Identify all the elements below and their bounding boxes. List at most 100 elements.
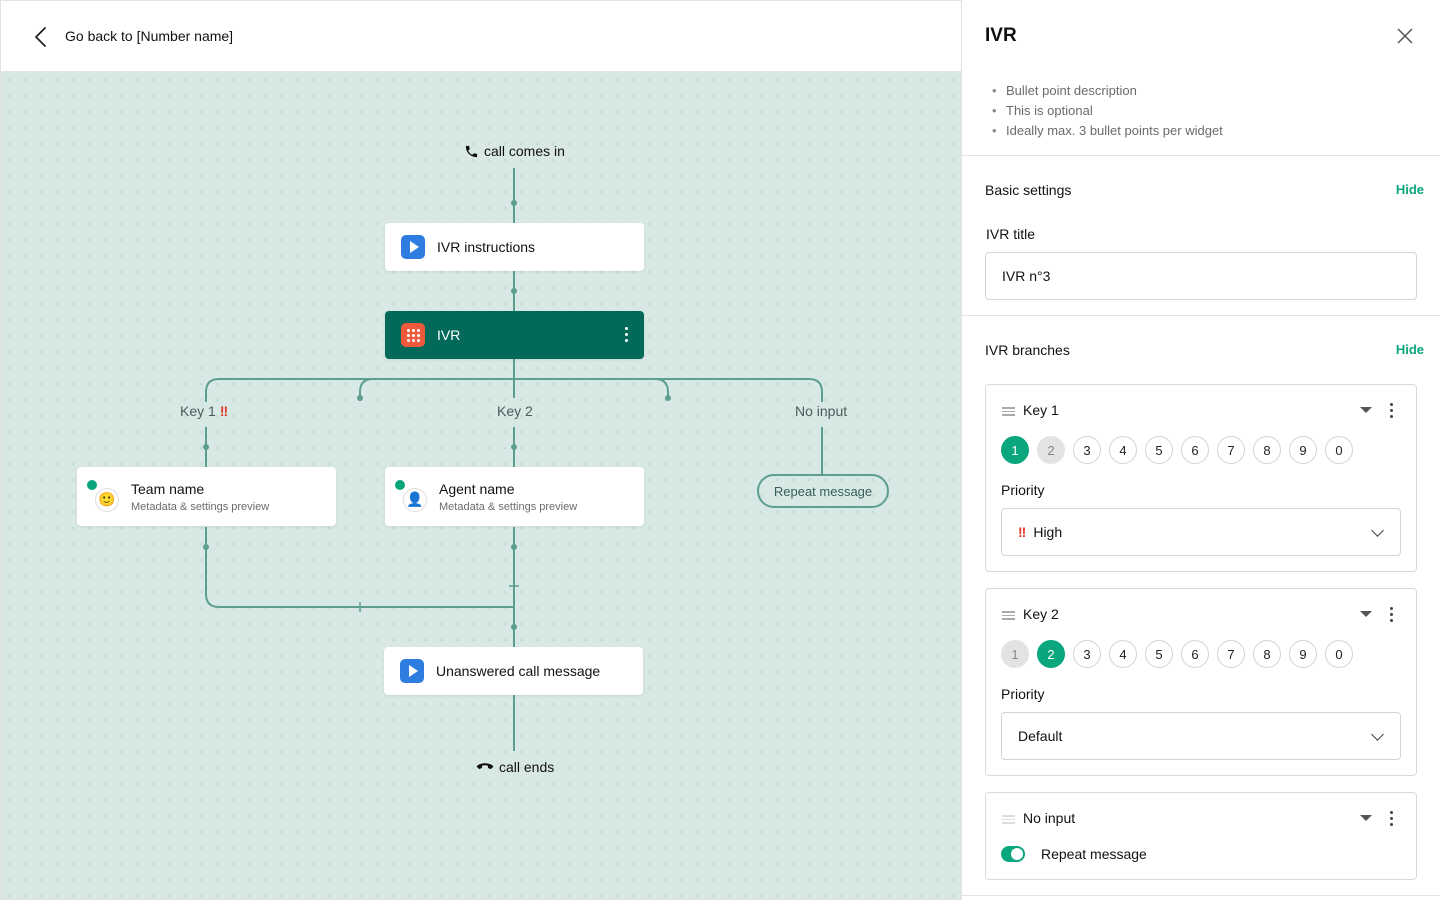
branch-card-title: Key 2 bbox=[1023, 606, 1059, 622]
key-button-5[interactable]: 5 bbox=[1145, 640, 1173, 668]
priority-value: High bbox=[1033, 524, 1063, 540]
hang-up-icon bbox=[476, 763, 494, 770]
bullet-item: This is optional bbox=[992, 101, 1223, 121]
priority-label: Priority bbox=[1001, 482, 1045, 498]
agent-name: Agent name bbox=[439, 480, 515, 497]
call-end: call ends bbox=[476, 759, 554, 775]
more-options-icon[interactable] bbox=[1390, 607, 1393, 622]
key-button-1[interactable]: 1 bbox=[1001, 640, 1029, 668]
priority-high-icon: !! bbox=[219, 403, 228, 419]
ivr-branches-hide-button[interactable]: Hide bbox=[1395, 342, 1424, 357]
node-title: IVR bbox=[437, 327, 461, 343]
chevron-down-icon bbox=[1371, 524, 1384, 537]
divider bbox=[962, 315, 1440, 316]
caret-down-icon[interactable] bbox=[1360, 611, 1372, 617]
key-button-4[interactable]: 4 bbox=[1109, 436, 1137, 464]
keypad-icon bbox=[401, 323, 425, 347]
team-metadata: Metadata & settings preview bbox=[131, 500, 270, 513]
priority-value: Default bbox=[1018, 728, 1063, 744]
agent-metadata: Metadata & settings preview bbox=[439, 500, 578, 513]
branch-card-title: No input bbox=[1023, 810, 1076, 826]
priority-select[interactable]: Default bbox=[1001, 712, 1401, 760]
priority-select[interactable]: !! High bbox=[1001, 508, 1401, 556]
key-button-4[interactable]: 4 bbox=[1109, 640, 1137, 668]
divider bbox=[962, 155, 1440, 156]
key-button-7[interactable]: 7 bbox=[1217, 436, 1245, 464]
call-end-label: call ends bbox=[499, 759, 555, 775]
settings-panel: IVR Bullet point description This is opt… bbox=[961, 0, 1440, 900]
key-button-0[interactable]: 0 bbox=[1325, 640, 1353, 668]
drag-handle-icon[interactable] bbox=[1002, 611, 1015, 620]
phone-badge-icon bbox=[393, 477, 407, 492]
branch-card-no-input: No input Repeat message bbox=[985, 792, 1417, 880]
phone-badge-icon bbox=[85, 477, 99, 492]
key-button-7[interactable]: 7 bbox=[1217, 640, 1245, 668]
ivr-title-label: IVR title bbox=[986, 226, 1036, 242]
caret-down-icon[interactable] bbox=[1360, 815, 1372, 821]
key-button-2[interactable]: 2 bbox=[1037, 436, 1065, 464]
drag-handle-icon[interactable] bbox=[1002, 407, 1015, 416]
smiley-face-icon: 🙂 bbox=[95, 487, 119, 512]
priority-high-icon: !! bbox=[1018, 524, 1026, 540]
key-button-1[interactable]: 1 bbox=[1001, 436, 1029, 464]
team-name: Team name bbox=[131, 480, 205, 497]
team-node[interactable]: 🙂 Team name Metadata & settings preview bbox=[77, 467, 336, 526]
node-title: IVR instructions bbox=[437, 239, 536, 255]
play-icon bbox=[401, 235, 425, 259]
branch-label-no-input: No input bbox=[795, 403, 848, 419]
close-icon[interactable] bbox=[1395, 26, 1415, 46]
key-button-8[interactable]: 8 bbox=[1253, 436, 1281, 464]
key-button-3[interactable]: 3 bbox=[1073, 436, 1101, 464]
panel-title: IVR bbox=[985, 25, 1017, 46]
more-options-icon[interactable] bbox=[625, 327, 628, 342]
caret-down-icon[interactable] bbox=[1360, 407, 1372, 413]
agent-avatar: 👤 bbox=[393, 477, 427, 512]
key-button-9[interactable]: 9 bbox=[1289, 436, 1317, 464]
person-icon: 👤 bbox=[403, 487, 427, 512]
branch-key1-text: Key 1 bbox=[180, 403, 216, 419]
flow-canvas[interactable]: call comes in IVR instructions IVR Key 1… bbox=[0, 72, 961, 900]
bullet-item: Ideally max. 3 bullet points per widget bbox=[992, 121, 1223, 141]
key-button-6[interactable]: 6 bbox=[1181, 640, 1209, 668]
node-title: Unanswered call message bbox=[436, 663, 601, 679]
branch-label-key1: Key 1!! bbox=[180, 403, 228, 419]
unanswered-call-node[interactable]: Unanswered call message bbox=[384, 647, 643, 695]
team-avatar: 🙂 bbox=[85, 477, 119, 512]
basic-settings-hide-button[interactable]: Hide bbox=[1395, 182, 1424, 197]
branch-card-key2: Key 2 1 2 3 4 5 6 7 8 9 0 Priority Defau… bbox=[985, 588, 1417, 776]
branch-card-key1: Key 1 1 2 3 4 5 6 7 8 9 0 Priority !! Hi… bbox=[985, 384, 1417, 572]
ivr-instructions-node[interactable]: IVR instructions bbox=[385, 223, 644, 271]
call-start: call comes in bbox=[464, 143, 565, 159]
agent-node[interactable]: 👤 Agent name Metadata & settings preview bbox=[385, 467, 644, 526]
key-button-6[interactable]: 6 bbox=[1181, 436, 1209, 464]
repeat-message-toggle[interactable] bbox=[1001, 846, 1025, 862]
panel-description: Bullet point description This is optiona… bbox=[992, 81, 1223, 141]
key-button-0[interactable]: 0 bbox=[1325, 436, 1353, 464]
bullet-item: Bullet point description bbox=[992, 81, 1223, 101]
call-start-label: call comes in bbox=[484, 143, 565, 159]
ivr-node[interactable]: IVR bbox=[385, 311, 644, 359]
more-options-icon[interactable] bbox=[1390, 403, 1393, 418]
key-button-5[interactable]: 5 bbox=[1145, 436, 1173, 464]
top-bar: Go back to [Number name] bbox=[0, 0, 961, 72]
more-options-icon[interactable] bbox=[1390, 811, 1393, 826]
basic-settings-title: Basic settings bbox=[985, 182, 1072, 198]
play-icon bbox=[400, 659, 424, 683]
phone-icon bbox=[465, 145, 478, 157]
priority-label: Priority bbox=[1001, 686, 1045, 702]
key-selector: 1 2 3 4 5 6 7 8 9 0 bbox=[1001, 640, 1353, 668]
back-arrow-icon[interactable] bbox=[31, 25, 53, 49]
key-selector: 1 2 3 4 5 6 7 8 9 0 bbox=[1001, 436, 1353, 464]
key-button-8[interactable]: 8 bbox=[1253, 640, 1281, 668]
ivr-branches-title: IVR branches bbox=[985, 342, 1070, 358]
back-link[interactable]: Go back to [Number name] bbox=[65, 28, 234, 44]
branch-card-title: Key 1 bbox=[1023, 402, 1059, 418]
ivr-title-input[interactable] bbox=[985, 252, 1417, 300]
divider bbox=[962, 895, 1440, 896]
key-button-9[interactable]: 9 bbox=[1289, 640, 1317, 668]
key-button-2[interactable]: 2 bbox=[1037, 640, 1065, 668]
drag-handle-icon[interactable] bbox=[1002, 815, 1015, 824]
flow-connectors bbox=[203, 168, 823, 751]
key-button-3[interactable]: 3 bbox=[1073, 640, 1101, 668]
repeat-message-node[interactable]: Repeat message bbox=[757, 474, 889, 508]
